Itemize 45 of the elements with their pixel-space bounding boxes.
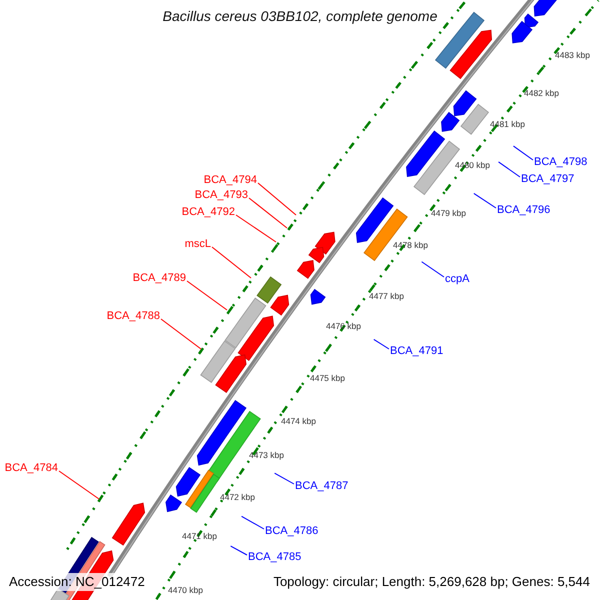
leader-line xyxy=(160,318,202,350)
leader-line xyxy=(236,214,276,242)
tick-label: 4472 kbp xyxy=(220,491,255,503)
leader-line xyxy=(241,516,264,530)
tick-label: 4478 kbp xyxy=(393,239,428,251)
gene-label: BCA_4794 xyxy=(204,174,257,187)
tick-label: 4483 kbp xyxy=(555,49,590,61)
gene-label: BCA_4793 xyxy=(194,189,248,202)
gene-label: BCA_4798 xyxy=(534,156,588,169)
gene-label: BCA_4792 xyxy=(182,206,235,219)
tick-label: 4481 kbp xyxy=(490,118,525,130)
tick-label: 4473 kbp xyxy=(249,449,284,461)
leader-line xyxy=(274,472,294,484)
tick-label: 4480 kbp xyxy=(455,159,490,171)
tick-label: 4474 kbp xyxy=(281,415,316,427)
leader-line xyxy=(230,546,248,556)
gene-label: ccpA xyxy=(445,273,470,286)
gene-label: BCA_4786 xyxy=(265,525,318,538)
leader-line xyxy=(473,192,496,208)
gene-label: BCA_4797 xyxy=(521,173,574,186)
tick-label: 4482 kbp xyxy=(524,87,559,99)
gene-label: mscL xyxy=(184,238,211,251)
leader-line xyxy=(421,261,444,278)
gene-label: BCA_4785 xyxy=(248,551,302,564)
tick-label: 4477 kbp xyxy=(369,290,404,302)
tick-label: 4475 kbp xyxy=(310,372,345,384)
tick-label: 4471 kbp xyxy=(182,530,217,542)
gene-label: BCA_4796 xyxy=(497,204,550,217)
leader-line xyxy=(186,280,228,310)
leader-line xyxy=(258,182,296,216)
gene-label: BCA_4784 xyxy=(4,462,58,475)
leader-line xyxy=(373,338,390,350)
title: Bacillus cereus 03BB102, complete genome xyxy=(162,8,438,24)
leader-line xyxy=(498,161,520,178)
tick-label: 4476 kbp xyxy=(326,320,361,332)
tick-label: 4479 kbp xyxy=(431,207,466,219)
gene-label: BCA_4791 xyxy=(390,345,444,358)
gene-label: BCA_4787 xyxy=(295,480,348,493)
leader-line xyxy=(512,146,534,160)
leader-line xyxy=(212,246,252,278)
tick-label: 4470 kbp xyxy=(168,584,203,596)
leader-line xyxy=(58,470,100,500)
gene-label: BCA_4788 xyxy=(106,310,160,323)
gene-label: BCA_4789 xyxy=(132,272,186,285)
leader-line xyxy=(248,198,288,228)
